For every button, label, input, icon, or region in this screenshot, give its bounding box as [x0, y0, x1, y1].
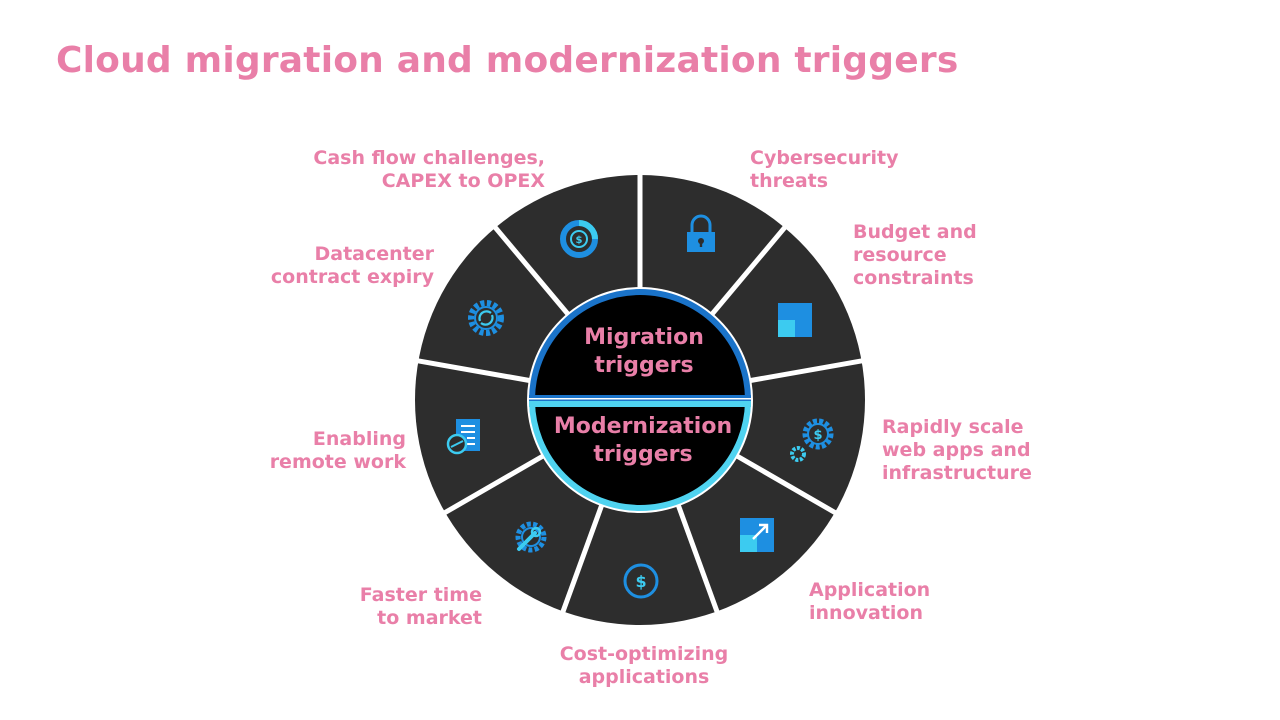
- dollar-gear-icon: $: [790, 418, 834, 462]
- segment-divider: [702, 220, 792, 326]
- segment-divider: [411, 357, 542, 386]
- segment-divider: [488, 220, 578, 326]
- svg-text:$: $: [635, 572, 646, 591]
- segment-divider: [738, 357, 869, 386]
- svg-text:$: $: [576, 235, 583, 246]
- gear-wrench-icon: [515, 521, 547, 553]
- label-cash-flow: Cash flow challenges,CAPEX to OPEX: [313, 147, 545, 192]
- segment-divider: [558, 493, 609, 619]
- segment-divider: [671, 493, 722, 619]
- gear-sync-icon: [468, 300, 504, 336]
- segment-divider: [725, 447, 843, 519]
- center-core: [527, 287, 753, 513]
- document-globe-icon: [446, 419, 480, 455]
- segment-dividers: [411, 168, 869, 619]
- modernization-line-2: triggers: [593, 442, 692, 467]
- modernization-line-1: Modernization: [554, 414, 732, 439]
- squares-icon: [778, 303, 812, 337]
- migration-half: [529, 289, 751, 398]
- svg-text:$: $: [813, 428, 822, 443]
- icons: $ $ $: [446, 214, 834, 599]
- dollar-donut-icon: $: [560, 220, 598, 258]
- dollar-circle-icon: $: [623, 563, 659, 599]
- page-title: Cloud migration and modernization trigge…: [56, 40, 959, 81]
- arrow-square-icon: [740, 518, 774, 552]
- migration-line-2: triggers: [594, 353, 693, 378]
- segment-divider: [437, 447, 555, 519]
- migration-line-1: Migration: [584, 325, 704, 350]
- modernization-half: [529, 402, 751, 511]
- lock-icon: [687, 214, 715, 252]
